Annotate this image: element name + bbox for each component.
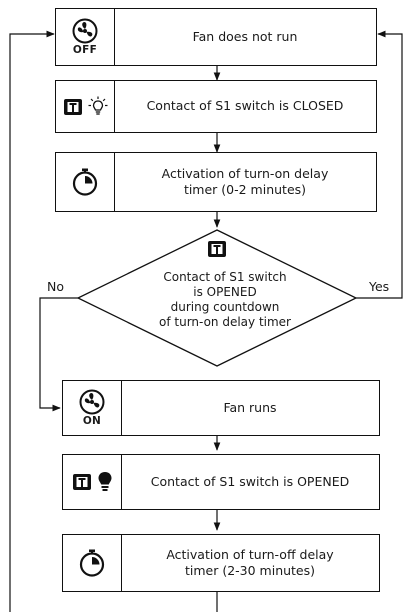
step-switch-opened: Contact of S1 switch is OPENED [62, 454, 380, 510]
decision-line-4: of turn-on delay timer [159, 315, 291, 329]
yes-label: Yes [369, 279, 390, 294]
fan-state-caption: ON [82, 415, 102, 428]
fan-icon [79, 389, 105, 415]
fan-icon [72, 18, 98, 44]
decision-line-1: Contact of S1 switch [163, 270, 287, 284]
switch-open-icon [72, 474, 91, 490]
no-label: No [47, 279, 64, 294]
step-turn-on-timer: Activation of turn-on delay timer (0-2 m… [55, 152, 377, 212]
step-turn-off-timer: Activation of turn-off delay timer (2-30… [62, 534, 380, 592]
timer-icon [72, 168, 98, 196]
fan-state-caption: OFF [72, 44, 98, 57]
decision-text: Contact of S1 switch is OPENED during co… [140, 270, 310, 330]
switch-closed-icon [63, 98, 82, 115]
lightbulb-off-icon [88, 96, 107, 115]
loop-back-line [9, 30, 55, 612]
no-branch-line [39, 297, 78, 412]
step-text: Fan runs [223, 399, 277, 415]
lightbulb-on-icon [98, 472, 111, 491]
step-text: Activation of turn-on delay timer (0-2 m… [161, 165, 329, 197]
decision-diamond [76, 229, 358, 367]
step-switch-closed: Contact of S1 switch is CLOSED [55, 80, 377, 133]
step-text: Activation of turn-off delay timer (2-30… [166, 546, 334, 578]
decision-line-2: is OPENED [193, 285, 257, 299]
decision-line-3: during countdown [170, 300, 280, 314]
step-fan-on: ON Fan runs [62, 380, 380, 436]
step-text: Contact of S1 switch is CLOSED [146, 98, 344, 114]
step-text: Fan does not run [192, 28, 298, 44]
step-text: Contact of S1 switch is OPENED [150, 473, 350, 489]
timer-icon [79, 549, 105, 577]
step-fan-off: OFF Fan does not run [55, 8, 377, 66]
yes-branch-line [356, 30, 403, 299]
switch-icon [208, 241, 226, 257]
